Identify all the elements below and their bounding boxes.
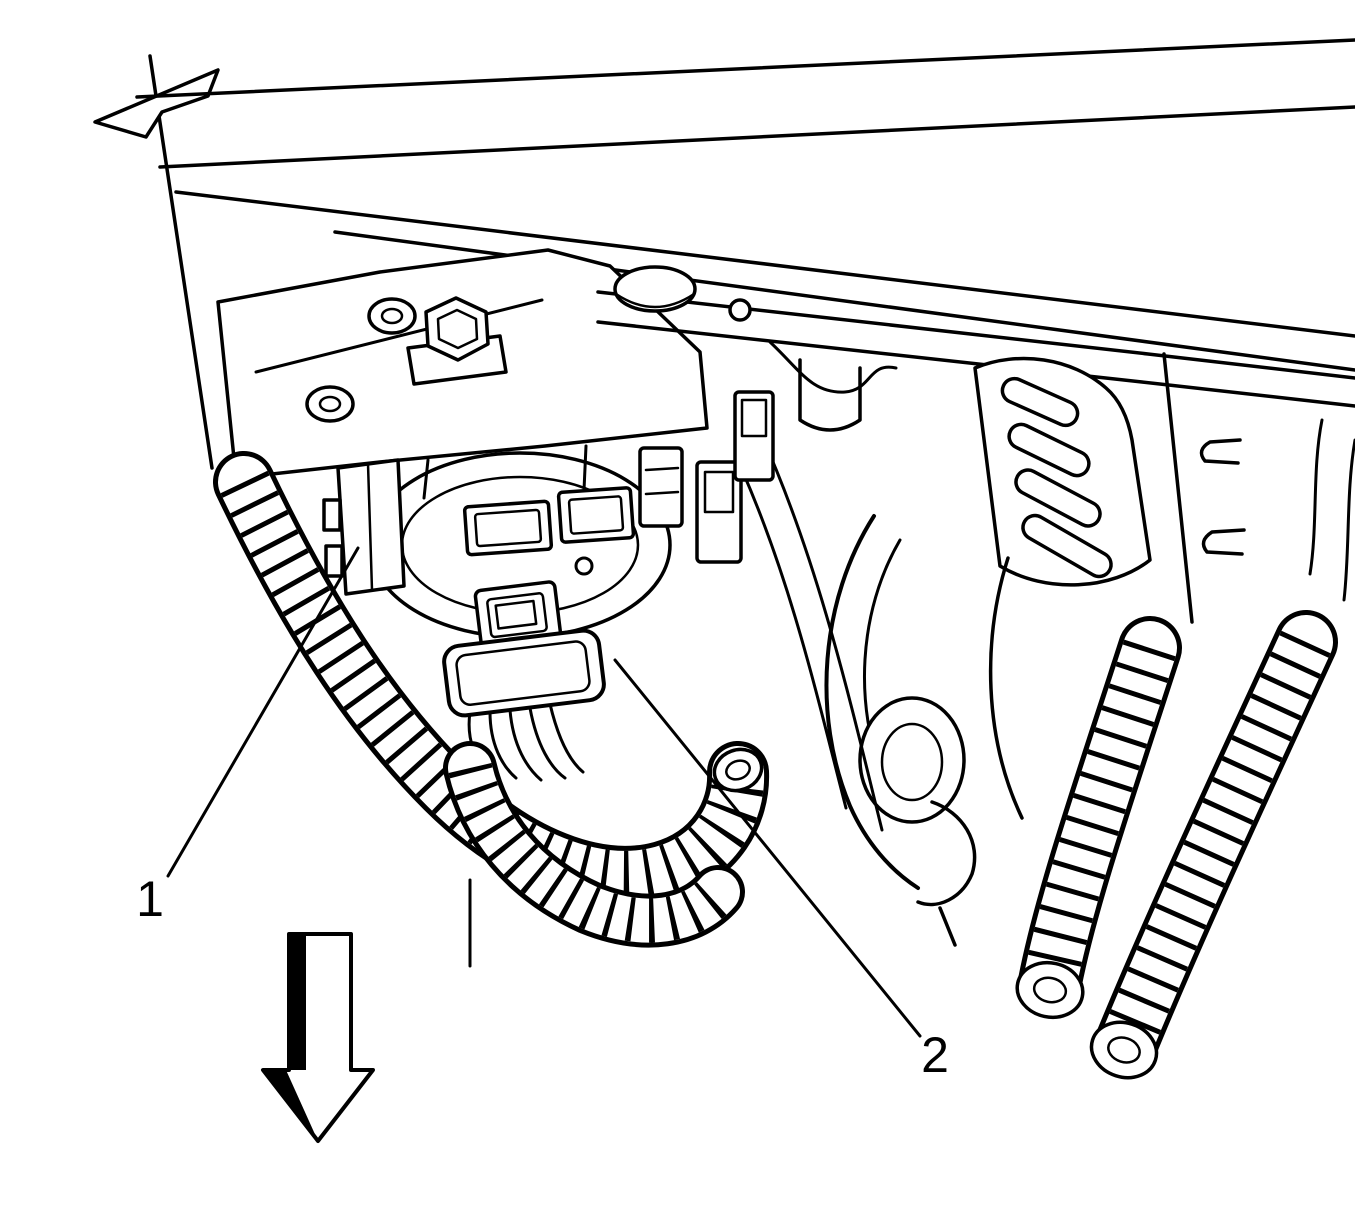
conduit-b-ribs [448,762,735,943]
mounting-bracket [216,248,709,480]
module-1-inner [473,508,543,548]
support-bar-bottom [596,320,1355,408]
wire-4 [528,706,567,780]
cowl-line-third [174,190,1355,338]
right-trim-line-2 [1342,438,1355,602]
hood-clip [93,68,220,139]
module-1 [462,499,554,557]
conduit-a-mouth-inner [725,759,751,781]
callout-2-label: 2 [921,1027,949,1083]
link-line-1 [422,458,430,500]
louver-slot-3 [1014,468,1102,528]
arrow-shade-left [289,934,306,1070]
hex-bolt-icon [424,296,490,362]
louver-slot-4 [1021,513,1113,579]
pillar-inner [740,398,768,438]
conduit-right-1 [1015,616,1182,1020]
support-bar [596,265,1355,432]
clip-module-1 [638,446,684,528]
conduit-left-secondary [443,741,745,948]
connector-lower-half [442,628,606,718]
conduit-d-mouth [1089,1020,1159,1080]
clip-module-2-inner [703,470,735,514]
conduit-d-body [1099,615,1333,1071]
right-trim-line-1 [1308,418,1324,576]
bracket-tab-2 [324,544,344,578]
louver-slot-1 [1000,376,1080,428]
pillar-clip [733,390,775,482]
connector-shell-inner [455,640,591,706]
callout-1-label: 1 [136,871,164,927]
bar-hole [728,298,752,322]
clip-module-2 [695,460,743,564]
hex-bolt-inner [436,308,479,350]
connector-wires [467,702,585,782]
grommet-1-hole [380,307,404,325]
callout-1-leader [166,546,360,878]
conduit-c-mouth-inner [1032,976,1068,1004]
down-arrow-icon [261,932,375,1143]
idler-circle [858,696,966,824]
connector-upper-inner [486,592,548,639]
bracket-tab-1 [322,498,342,532]
cable-1 [758,430,884,832]
conduit-c-mouth [1015,960,1085,1020]
electrical-connector [442,580,606,718]
clip-module-1-outer [638,446,684,528]
clip-hook-1 [1199,438,1242,465]
cowl-line-top [135,38,1355,99]
clip-module-1-line-2 [644,490,680,496]
conduit-c-body [1023,621,1177,1009]
hook-bracket [916,800,977,907]
hex-bolt-outer [424,296,490,362]
wire-2 [488,710,518,780]
conduit-d-mouth-inner [1107,1036,1141,1064]
conduit-a-mouth [712,747,764,793]
callout-2-leader [613,658,922,1038]
body-edge-line [148,54,214,470]
support-bar-top [596,290,1355,380]
bar-squiggle [768,340,898,394]
assembly-left-bracket-line [366,462,374,592]
module-2-inner [567,495,625,535]
arrow-shade-head [263,1070,318,1141]
sensor-assembly [322,390,775,639]
module-2 [556,486,636,544]
connector-upper-half [473,580,563,650]
conduit-right-2 [1089,610,1338,1080]
cable-2 [740,468,848,810]
wire-5 [548,702,585,774]
right-structures [740,352,1355,947]
connector-upper-slot [494,599,538,630]
module-2-outer [556,486,636,544]
bar-bracket [798,358,862,432]
clip-module-1-line-1 [644,466,680,472]
module-1-outer [462,499,554,557]
clip-hook-2 [1201,528,1246,556]
grommet-2-hole [318,395,342,413]
idler-circle-inner [880,722,944,802]
callouts: 1 2 [136,546,949,1083]
dome-bolt-arc [614,292,696,309]
hook-tail [938,906,957,947]
louver-slot-2 [1007,422,1091,478]
pulley-right-curve [988,556,1024,820]
link-line-2 [582,444,588,492]
cowl-line-second [158,105,1355,169]
arrow-outline [261,932,375,1143]
assembly-screw [574,556,594,576]
bracket-diagonal-line [254,298,544,374]
wire-3 [508,708,543,782]
right-edge-line [1162,352,1194,624]
dome-bolt [613,265,697,313]
